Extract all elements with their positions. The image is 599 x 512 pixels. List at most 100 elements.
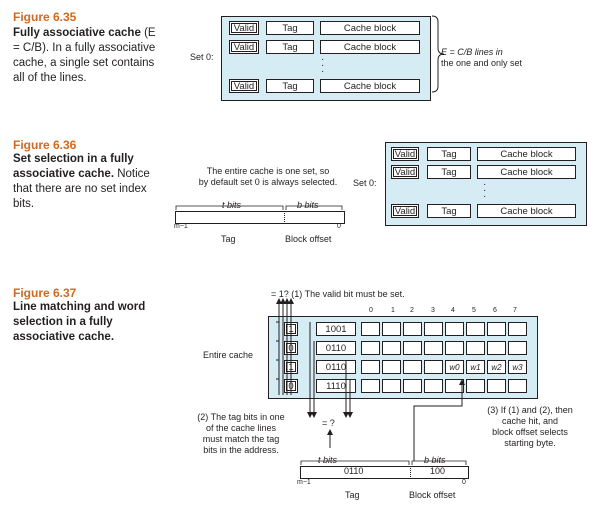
fig637-entire-cache-label: Entire cache [203,350,254,360]
fig636-block-2: Cache block [477,165,576,179]
fig637-offset-arrow [413,379,465,461]
fig637-byte-1: 1 [391,307,395,314]
fig637-valid-arrows [276,298,294,395]
fig637-byte-cell [487,341,506,355]
fig636-cache-set: Valid Tag Cache block Valid Tag Cache bl… [385,142,587,226]
fig637-address-divider [410,466,411,477]
fig636-note-line2: by default set 0 is always selected. [198,177,338,187]
fig637-t-bits: t bits [318,455,338,465]
fig637-byte-cell [487,322,506,336]
fig636-msb: m−1 [174,223,188,230]
fig636-note: The entire cache is one set, so by defau… [178,166,358,188]
fig635-brace-note: E = C/B lines in the one and only set [441,47,522,69]
fig635-tag-2: Tag [266,40,314,54]
figure-6-35-caption-bold: Fully associative cache [13,27,141,39]
fig636-ellipsis: ··· [483,179,487,202]
figure-6-37-number: Figure 6.37 [13,286,77,300]
fig637-top-note: = 1? (1) The valid bit must be set. [271,289,405,299]
fig637-note3-line1: (3) If (1) and (2), then [487,405,573,415]
fig637-byte-cell [424,379,443,393]
fig636-t-bits: t bits [222,200,242,210]
fig635-cache-set: Valid Tag Cache block Valid Tag Cache bl… [221,16,431,101]
fig635-tag-3: Tag [266,79,314,93]
fig637-word-1: w1 [466,360,485,374]
figure-6-36-caption-bold: Set selection in a fully associative cac… [13,153,134,180]
fig635-set-label: Set 0: [190,52,214,62]
fig637-lsb: 0 [462,479,466,486]
fig636-block-3: Cache block [477,204,576,218]
fig637-byte-cell [382,322,401,336]
fig637-tag-label: Tag [345,490,360,500]
fig637-eq-question: = ? [322,418,335,428]
fig637-byte-cell [487,379,506,393]
fig635-block-1: Cache block [320,21,420,35]
fig636-tag-1: Tag [427,147,471,161]
fig637-byte-cell [508,341,527,355]
fig637-note2: (2) The tag bits in one of the cache lin… [186,412,296,456]
fig637-byte-cell [403,379,422,393]
fig637-byte-cell [382,379,401,393]
fig636-tag-label: Tag [221,234,236,244]
fig635-valid-2: Valid [229,40,259,54]
fig637-note3-line2: cache hit, and [501,416,559,426]
fig637-byte-cell [403,322,422,336]
fig637-byte-cell [508,322,527,336]
fig636-lsb: 0 [337,223,341,230]
fig637-note3-line4: starting byte. [504,438,556,448]
fig637-byte-cell [508,379,527,393]
fig637-tag-2: 0110 [316,341,356,355]
fig637-b-bits: b bits [424,455,446,465]
fig637-byte-cell [445,322,464,336]
fig635-valid-1: Valid [229,21,259,35]
figure-6-36-number: Figure 6.36 [13,138,77,152]
fig637-byte-cell [466,322,485,336]
fig636-valid-1: Valid [391,147,419,161]
fig636-valid-3: Valid [391,204,419,218]
fig636-address-field [175,211,345,224]
fig637-byte-6: 6 [493,307,497,314]
fig637-t-brace [300,460,410,465]
fig636-set-label: Set 0: [353,178,377,188]
fig637-note3: (3) If (1) and (2), then cache hit, and … [474,405,586,449]
fig637-byte-cell [361,379,380,393]
fig637-note2-line2: of the cache lines [205,423,277,433]
fig637-word-0: w0 [445,360,464,374]
fig636-b-bits: b bits [297,200,319,210]
figure-6-35-number: Figure 6.35 [13,10,77,24]
fig637-byte-cell [424,322,443,336]
fig637-byte-4: 4 [451,307,455,314]
figure-6-36-caption: Set selection in a fully associative cac… [13,152,163,212]
fig637-byte-2: 2 [410,307,414,314]
fig636-valid-2: Valid [391,165,419,179]
fig635-brace [431,15,445,93]
fig637-byte-cell [424,360,443,374]
fig636-address-divider [284,211,285,222]
fig637-byte-cell [424,341,443,355]
fig637-b-brace [411,460,467,465]
fig637-byte-cell [466,341,485,355]
fig636-tag-3: Tag [427,204,471,218]
fig637-byte-5: 5 [472,307,476,314]
fig637-address-offset: 100 [430,466,446,476]
fig637-byte-cell [403,341,422,355]
fig637-word-2: w2 [487,360,506,374]
fig635-block-3: Cache block [320,79,420,93]
fig637-note2-line1: (2) The tag bits in one [197,412,285,422]
fig637-tag-arrows [307,322,353,448]
fig636-b-brace [285,205,343,210]
fig636-tag-2: Tag [427,165,471,179]
fig637-msb: m−1 [297,479,311,486]
fig635-ellipsis: ··· [321,54,325,77]
figure-6-35-caption-rest: (E = C/B). In a fully associative cache,… [13,27,156,84]
figure-6-36-caption-rest: Notice that there are no set index bits. [13,168,150,210]
fig637-tag-1: 1001 [316,322,356,336]
fig637-address-field [300,466,469,479]
fig637-note3-line3: block offset selects [492,427,568,437]
figure-6-37-caption: Line matching and word selection in a fu… [13,300,163,345]
figure-6-37-caption-bold: Line matching and word selection in a fu… [13,301,146,343]
fig637-byte-3: 3 [431,307,435,314]
fig637-offset-label: Block offset [409,490,456,500]
fig635-valid-3: Valid [229,79,259,93]
fig635-tag-1: Tag [266,21,314,35]
